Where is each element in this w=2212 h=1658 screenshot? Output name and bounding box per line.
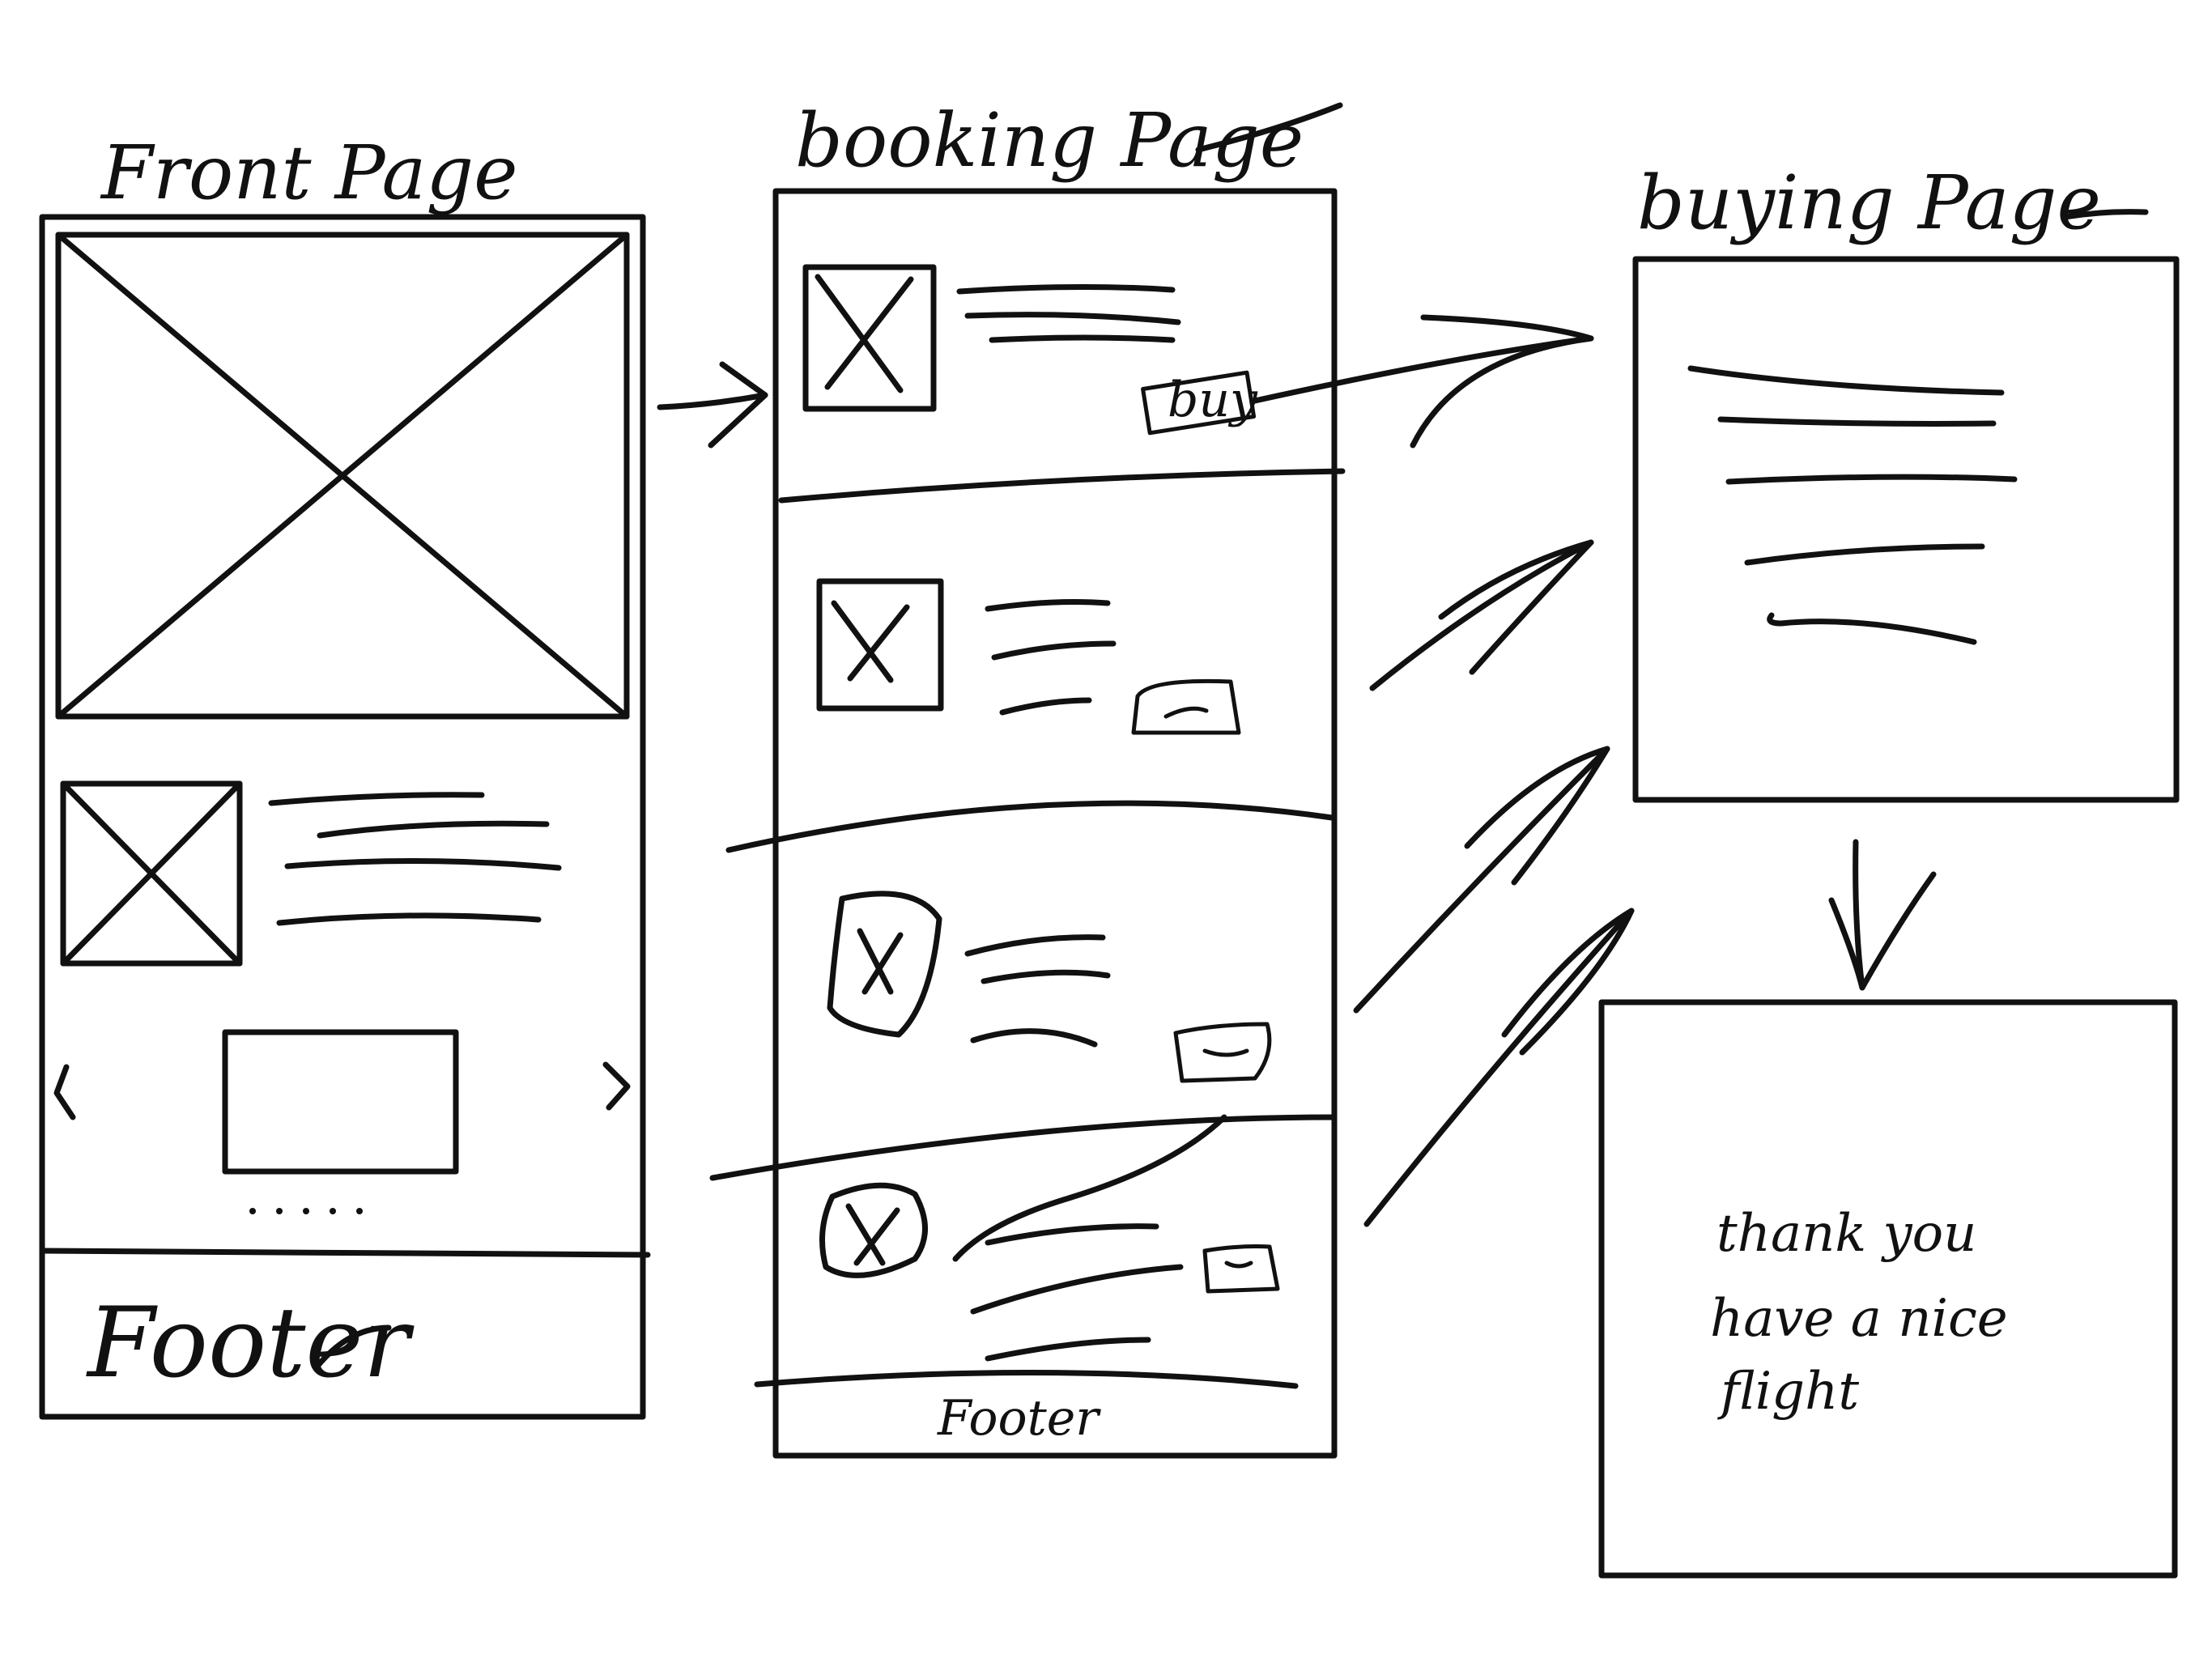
front-footer-divider (39, 1248, 651, 1258)
booking-item-1[interactable]: buy (802, 264, 1258, 436)
booking-title-flourish (1195, 102, 1343, 153)
front-page-frame (39, 214, 646, 1420)
feature-image-placeholder (60, 780, 243, 967)
front-footer-flourish (313, 1324, 392, 1371)
thankyou-line-1: thank you (1716, 1204, 1976, 1264)
arrow-booking-to-buying-3 (1353, 746, 1610, 1014)
arrow-booking-to-buying-1 (1252, 314, 1594, 449)
arrow-booking-to-buying-4 (1363, 908, 1635, 1227)
booking-item-2[interactable] (816, 578, 1241, 735)
booking-buy-button-label: buy (1168, 372, 1258, 428)
front-footer-label: Footer (86, 1287, 415, 1400)
feature-text-lines (268, 792, 562, 926)
booking-item-3[interactable] (827, 891, 1272, 1083)
thankyou-line-3: flight (1717, 1362, 1859, 1422)
thankyou-line-2: have a nice (1710, 1289, 2008, 1349)
booking-item-image-placeholder (819, 1182, 928, 1278)
carousel-dots[interactable] (249, 1208, 363, 1214)
booking-buy-button[interactable] (1131, 678, 1241, 735)
booking-divider-3 (709, 1114, 1338, 1181)
buying-title-flourish (2061, 209, 2149, 220)
front-page-title: Front Page (100, 130, 518, 216)
booking-item-image-placeholder (827, 891, 942, 1038)
carousel-slide[interactable] (222, 1029, 459, 1175)
booking-page-frame (772, 188, 1338, 1459)
booking-buy-button[interactable] (1173, 1022, 1272, 1083)
booking-divider-1 (778, 468, 1346, 504)
buying-page-title: buying Page (1637, 159, 2101, 246)
carousel (53, 1029, 631, 1214)
buying-page-frame (1632, 256, 2180, 803)
booking-footer-label: Footer (937, 1390, 1101, 1447)
carousel-next-icon[interactable] (602, 1061, 631, 1111)
booking-footer-divider (754, 1370, 1299, 1389)
arrow-booking-to-buying-2 (1369, 539, 1594, 691)
arrow-front-to-booking (657, 361, 768, 449)
arrow-buying-to-thankyou (1828, 839, 1937, 991)
hero-image-placeholder (55, 232, 630, 720)
booking-buy-button[interactable]: buy (1141, 370, 1258, 436)
thankyou-page-frame (1598, 999, 2178, 1579)
booking-item-image-placeholder (802, 264, 937, 412)
buying-form-lines (1687, 365, 2018, 645)
booking-page-title: booking Page (795, 97, 1304, 184)
carousel-prev-icon[interactable] (53, 1064, 76, 1120)
booking-item-4[interactable] (819, 1114, 1280, 1362)
booking-divider-2 (725, 800, 1335, 853)
booking-item-image-placeholder (816, 578, 944, 712)
booking-buy-button[interactable] (1202, 1244, 1280, 1294)
